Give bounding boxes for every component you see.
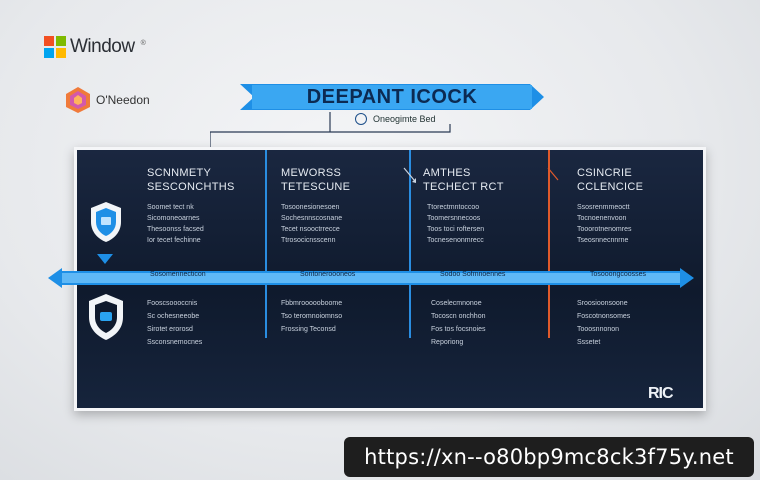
column-2-line: Tosoonesionesoen <box>281 204 340 211</box>
hexagon-logo-icon <box>66 87 90 113</box>
column-3-line: Toomersnnecoos <box>427 215 481 222</box>
column-2-line: Ttrosocicnsscenn <box>281 237 336 244</box>
windows-logo-icon <box>44 36 66 58</box>
column-1-line: Fooscsoooccnis <box>147 300 198 307</box>
shield-lock-icon <box>89 294 123 340</box>
shield-icon <box>91 202 121 242</box>
column-3-line: Ttorectmntoccoo <box>427 204 480 211</box>
cloud-icon <box>355 113 367 125</box>
column-1-line: Ior tecet fechinne <box>147 237 201 244</box>
connector-marker-icon <box>547 167 559 181</box>
column-4-line: Foscotnonsomes <box>577 313 631 320</box>
subtitle-text: Oneogimte Bed <box>373 114 436 124</box>
column-3-line: Toos toci roftersen <box>427 226 485 233</box>
title-connector <box>210 112 451 148</box>
flow-label: Tosooongcoosses <box>590 271 647 278</box>
column-1-line: Thesoonss facsed <box>147 226 204 233</box>
banner-ribbon-shape <box>240 84 544 110</box>
column-3-line: Reporiong <box>431 339 464 346</box>
column-3-line: Coselecmnonoe <box>431 300 482 307</box>
title-banner: DEEPANT ICOCK <box>240 82 544 112</box>
column-3-line: Fos tos focsnoies <box>431 326 486 333</box>
flow-label: Sosomennecticon <box>150 271 206 278</box>
o-logo: O'Needon <box>64 86 150 114</box>
connector-marker-icon <box>403 167 416 183</box>
column-4-line: Sroosioonsoone <box>577 300 628 307</box>
o-logo-text: O'Needon <box>96 93 150 107</box>
column-1-line: Soomet tect nk <box>147 204 194 211</box>
column-4-line: Tseosnnecnnrne <box>577 237 629 244</box>
column-4-line: Sssetet <box>577 339 601 346</box>
flow-label: Sodoo Sofmnoennes <box>440 271 506 278</box>
footer-logo: RIC <box>648 385 674 402</box>
flow-arrow-band <box>48 268 694 288</box>
column-1-line: Sirotet erorosd <box>147 326 193 333</box>
column-1-line: Sicomoneoarnes <box>147 215 200 222</box>
down-arrow-icon <box>97 254 113 264</box>
column-divider-2 <box>409 150 411 338</box>
column-divider-1 <box>265 150 267 338</box>
subtitle: Oneogimte Bed <box>355 113 436 125</box>
column-3-line: Tocoscn onchhon <box>431 313 486 320</box>
column-2-line: Sochesnnscosnane <box>281 215 343 222</box>
windows-logo-text: Window <box>70 36 135 57</box>
trademark-mark: ® <box>140 39 146 47</box>
column-4-line: Tooorotnenomres <box>577 226 632 233</box>
column-2-line: Frossing Teconsd <box>281 326 336 333</box>
flow-label: Sontoneroooneos <box>300 271 356 278</box>
column-2-line: Fbbmroooooboome <box>281 300 343 307</box>
column-1-line: Ssconsnemocnes <box>147 339 203 346</box>
page-title: DEEPANT ICOCK <box>306 86 478 108</box>
column-divider-3 <box>548 150 550 338</box>
column-1-line: Sc ochesneeobe <box>147 313 200 320</box>
windows-logo: Window ® <box>44 36 146 58</box>
column-4-line: Tooosnnonon <box>577 326 620 333</box>
column-3-line: Tocnesenonmrecc <box>427 237 484 244</box>
column-4-line: Ssosrenmmeoctt <box>577 204 630 211</box>
watermark-url: https://xn--o80bp9mc8ck3f75y.net <box>344 437 754 477</box>
column-2-line: Tecet nsooctrrecce <box>281 226 340 233</box>
column-2-line: Tso teromnoiomnso <box>281 313 343 320</box>
column-4-line: Tocnoenenvoon <box>577 215 627 222</box>
